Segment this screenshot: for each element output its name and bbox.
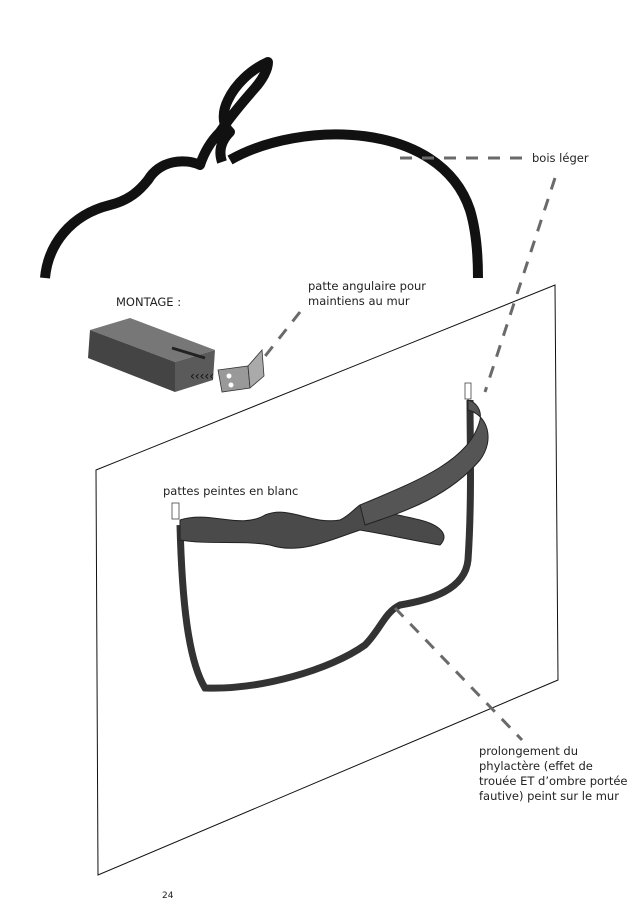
label-bois-leger: bois léger xyxy=(532,151,589,165)
label-line: fautive) peint sur le mur xyxy=(479,789,619,803)
label-line: patte angulaire pour xyxy=(308,279,427,293)
page-number: 24 xyxy=(162,891,174,901)
label-line: phylactère (effet de xyxy=(479,759,593,773)
painted-bubble-extension xyxy=(176,399,474,692)
leader-lines xyxy=(260,156,557,742)
label-patte-angulaire: patte angulaire pour maintiens au mur xyxy=(308,279,426,309)
label-line: prolongement du xyxy=(479,744,579,758)
label-pattes-peintes: pattes peintes en blanc xyxy=(163,484,299,498)
white-tab-right xyxy=(464,382,472,400)
label-line: maintiens au mur xyxy=(308,294,410,308)
wooden-frame-arc xyxy=(359,399,489,526)
angle-bracket xyxy=(217,349,265,393)
wall-plane xyxy=(95,284,559,876)
label-prolongement: prolongement du phylactère (effet de tro… xyxy=(479,744,627,804)
leader-prolongement xyxy=(393,606,524,742)
insert-arrows: ‹‹‹‹‹ xyxy=(190,369,214,383)
speech-bubble-outline xyxy=(40,57,483,279)
white-tab-left xyxy=(171,502,180,520)
montage-wood-block xyxy=(88,318,215,392)
label-montage: MONTAGE : xyxy=(116,295,182,309)
wooden-frame xyxy=(179,504,445,549)
label-line: trouée ET d’ombre portée xyxy=(479,774,628,788)
leader-patte xyxy=(260,311,302,361)
leader-bois-leger-2 xyxy=(483,177,557,393)
